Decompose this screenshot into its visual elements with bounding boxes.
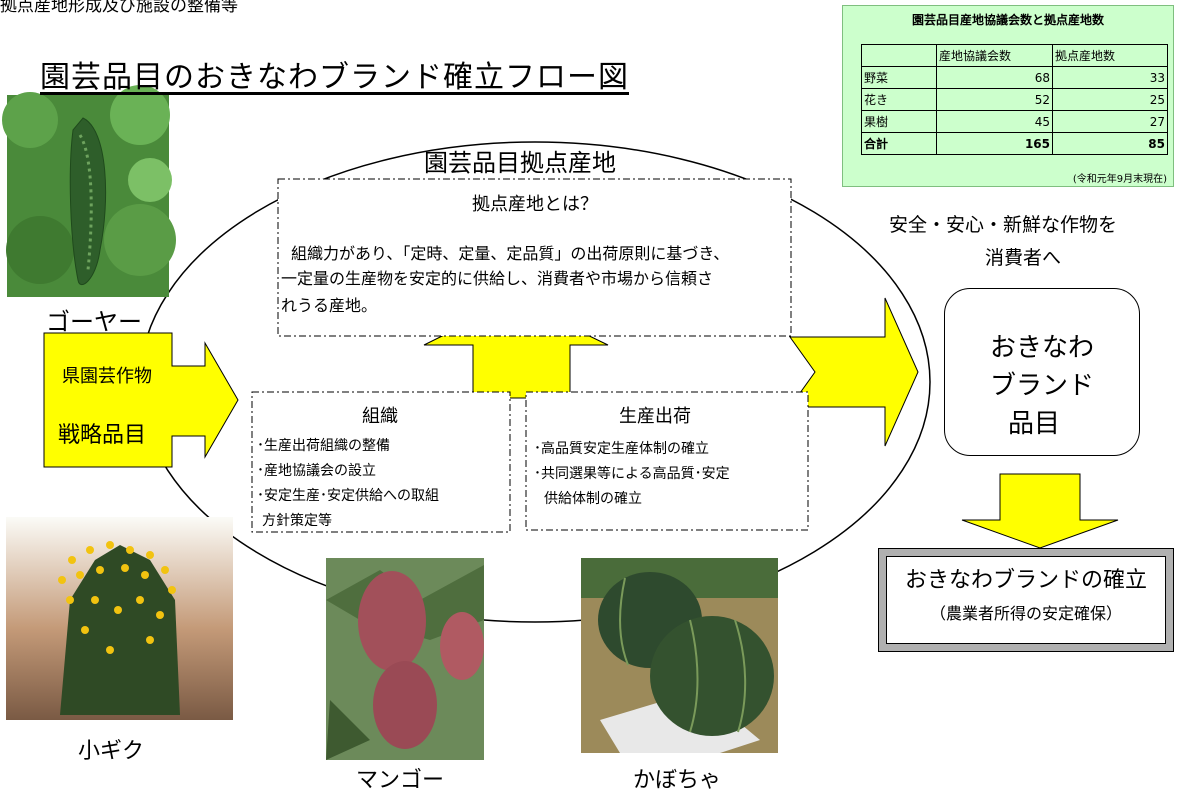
table-row: 野菜 68 33 (861, 66, 1168, 89)
brand-item-line-1: おきなわ (989, 333, 1094, 363)
table-header-cell (861, 44, 937, 67)
table-cell: 85 (1052, 132, 1168, 155)
right-arrow (789, 297, 919, 447)
table-cell: 68 (936, 66, 1053, 89)
table-note: (令和元年9月末現在) (1072, 174, 1167, 185)
table-cell: 45 (936, 110, 1053, 133)
production-heading: 生産出荷 (619, 406, 691, 427)
table-total-row: 合計 165 85 (861, 132, 1168, 155)
table-cell: 52 (936, 88, 1053, 111)
consumer-text-1: 安全・安心・新鮮な作物を (889, 214, 1118, 236)
table-cell: 合計 (861, 132, 937, 155)
input-arrow-label-2: 戦略品目 (58, 423, 147, 448)
caption-kabocha: かぼちゃ (633, 768, 722, 793)
table-header-cell: 産地協議会数 (936, 44, 1053, 67)
input-arrow-label-1: 県園芸作物 (62, 366, 152, 387)
establishment-line-1: おきなわブランドの確立 (904, 568, 1147, 593)
stats-table-box: 園芸品目産地協議会数と拠点産地数 産地協議会数 拠点産地数 野菜 68 33 花… (842, 5, 1174, 187)
table-row: 果樹 45 27 (861, 110, 1168, 133)
brand-item-box: おきなわ ブランド 品目 (944, 288, 1140, 456)
caption-goya: ゴーヤー (46, 308, 142, 336)
table-cell: 33 (1052, 66, 1168, 89)
table-row: 花き 52 25 (861, 88, 1168, 111)
table-cell: 165 (936, 132, 1053, 155)
stats-table-title: 園芸品目産地協議会数と拠点産地数 (911, 13, 1104, 27)
definition-line-2: 一定量の生産物を安定的に供給し、消費者や市場から信頼さ (281, 269, 714, 288)
establishment-line-2: （農業者所得の安定確保） (929, 604, 1122, 623)
caption-mango: マンゴー (356, 768, 445, 793)
production-box (525, 391, 809, 531)
table-cell: 25 (1052, 88, 1168, 111)
ellipse-title: 園芸品目拠点産地 (424, 149, 616, 177)
mango-photo (326, 558, 484, 760)
organization-line-2: ･産地協議会の設立 (257, 463, 376, 479)
table-header-row: 産地協議会数 拠点産地数 (861, 44, 1168, 67)
organization-line-4: 方針策定等 (262, 513, 332, 529)
brand-item-line-3: 品目 (1007, 409, 1060, 439)
table-cell: 野菜 (861, 66, 937, 89)
production-line-2: ･共同選果等による高品質･安定 (534, 466, 730, 482)
kabocha-photo (581, 558, 778, 753)
caption-kogiku: 小ギク (78, 739, 145, 764)
organization-heading: 組織 (362, 406, 398, 427)
stats-table: 産地協議会数 拠点産地数 野菜 68 33 花き 52 25 果樹 45 27 … (861, 44, 1168, 155)
production-line-3: 供給体制の確立 (544, 491, 642, 507)
kogiku-photo (6, 517, 233, 720)
organization-line-1: ･生産出荷組織の整備 (257, 438, 390, 454)
input-arrow (43, 332, 239, 468)
cut-heading: 拠点産地形成及び施設の整備等 (0, 0, 238, 16)
organization-box (251, 391, 511, 533)
definition-heading: 拠点産地とは？ (472, 194, 598, 215)
definition-box (277, 178, 792, 337)
consumer-text-2: 消費者へ (985, 247, 1062, 269)
production-line-1: ･高品質安定生産体制の確立 (534, 441, 709, 457)
down-arrow (961, 473, 1119, 549)
table-cell: 花き (861, 88, 937, 111)
brand-item-line-2: ブランド (989, 371, 1094, 401)
table-cell: 果樹 (861, 110, 937, 133)
definition-line-3: れうる産地。 (281, 296, 378, 315)
table-cell: 27 (1052, 110, 1168, 133)
table-header-cell: 拠点産地数 (1052, 44, 1168, 67)
organization-line-3: ･安定生産･安定供給への取組 (257, 488, 439, 504)
definition-line-1: 組織力があり、「定時、定量、定品質」の出荷原則に基づき、 (291, 244, 730, 263)
establishment-box: おきなわブランドの確立 （農業者所得の安定確保） (878, 548, 1174, 652)
goya-photo (2, 85, 176, 297)
page-title: 園芸品目のおきなわブランド確立フロー図 (40, 60, 629, 95)
